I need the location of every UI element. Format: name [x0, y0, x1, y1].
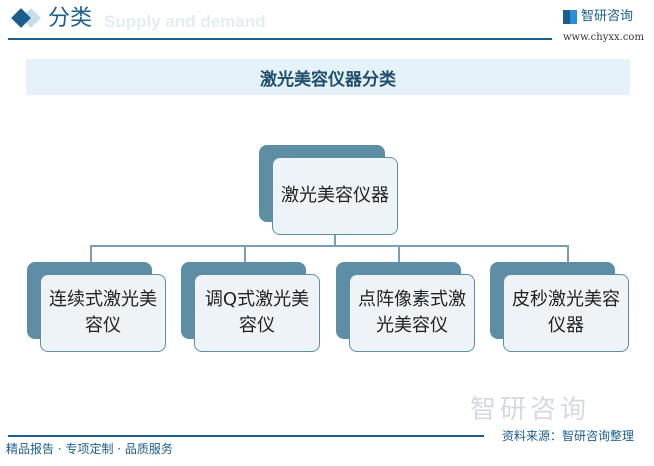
child-node-4: 皮秒激光美容仪器: [503, 274, 629, 352]
logo: 智研咨询: [563, 9, 633, 25]
watermark-logo: 智研咨询: [470, 395, 591, 425]
child-node-2: 调Q式激光美容仪: [194, 274, 320, 352]
connector-child-2: [244, 245, 246, 263]
connector-child-3: [398, 245, 400, 263]
logo-icon: [563, 10, 577, 24]
ghost-subtitle: Supply and demand: [104, 12, 266, 31]
source-note: 资料来源：智研咨询整理: [502, 429, 635, 443]
logo-text: 智研咨询: [581, 9, 634, 24]
site-url: www.chyxx.com: [563, 32, 644, 43]
child-node-1: 连续式激光美容仪: [40, 274, 166, 352]
section-title: 分类: [48, 6, 93, 31]
diagram-title: 激光美容仪器分类: [26, 59, 630, 95]
footer-divider: [8, 435, 484, 437]
connector-root: [334, 235, 336, 246]
connector-horizontal: [90, 245, 568, 247]
connector-child-1: [90, 245, 92, 263]
child-node-3: 点阵像素式激光美容仪: [349, 274, 475, 352]
header-divider: [8, 38, 552, 40]
connector-child-4: [567, 245, 569, 263]
root-node: 激光美容仪器: [272, 157, 398, 235]
footer-slogan: 精品报告 · 专项定制 · 品质服务: [6, 442, 173, 456]
